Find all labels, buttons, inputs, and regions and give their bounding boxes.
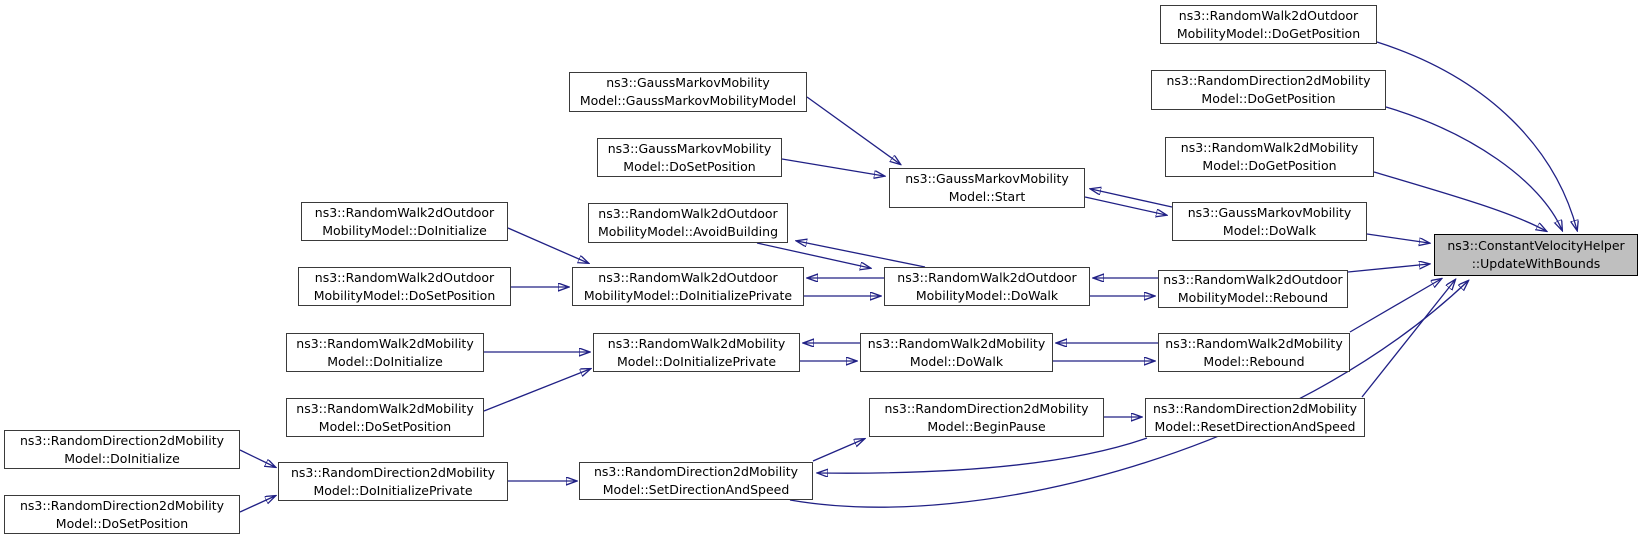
node-label: ns3::RandomWalk2dOutdoor [598, 206, 778, 221]
edge-rd2d-resetdir-to-rd2d-setdir [818, 437, 1148, 473]
node-label: ns3::RandomDirection2dMobility [1166, 73, 1371, 88]
edge-rd2d-dogetpos-to-target [1385, 106, 1562, 230]
node-label: Model::ResetDirectionAndSpeed [1154, 418, 1356, 434]
edge-rw2do-rebound-to-target [1347, 264, 1429, 273]
node-label: ns3::RandomDirection2dMobility [19, 432, 224, 448]
node-label: ns3::GaussMarkovMobility [1187, 204, 1352, 220]
edge-gm-start-to-gm-dowalk [1084, 196, 1166, 215]
node-label: ns3::RandomWalk2dOutdoor [598, 269, 778, 285]
edge-rd2d-setdir-to-rd2d-beginpause [812, 439, 864, 462]
node-label: MobilityModel::Rebound [1177, 290, 1329, 305]
node-label: ns3::ConstantVelocityHelper [1447, 238, 1625, 253]
edge-rw2do-dowalk-to-rw2do-avoid [797, 241, 926, 268]
node-label: Model::Rebound [1203, 353, 1305, 369]
node-label: MobilityModel::DoInitialize [322, 222, 487, 238]
node-label: ns3::RandomWalk2dOutdoor [314, 269, 495, 285]
node-label: ::UpdateWithBounds [1471, 256, 1601, 271]
node-constantvelocityhelper-updatewithbounds: ns3::ConstantVelocityHelper::UpdateWithB… [1434, 234, 1638, 276]
node-label: ns3::RandomWalk2dOutdoor [314, 204, 495, 220]
node-label: MobilityModel::DoGetPosition [1176, 25, 1361, 41]
node-label: Model::DoWalk [1222, 222, 1317, 238]
node-label: Model::DoInitialize [64, 450, 180, 466]
edge-gm-ctor-to-gm-start [806, 96, 900, 164]
node-label: ns3::RandomWalk2dOutdoor [1163, 272, 1343, 287]
node-label: Model::DoWalk [909, 353, 1004, 369]
node-label: MobilityModel::DoSetPosition [313, 287, 496, 303]
node-label: ns3::RandomWalk2dMobility [1165, 335, 1343, 351]
node-label: Model::DoInitialize [327, 353, 443, 369]
node-label: Model::DoGetPosition [1201, 91, 1336, 106]
node-label: MobilityModel::AvoidBuilding [597, 224, 779, 239]
node-label: MobilityModel::DoInitializePrivate [583, 287, 793, 303]
node-label: Model::SetDirectionAndSpeed [602, 482, 790, 497]
node-label: Model::DoInitializePrivate [616, 353, 777, 369]
node-label: Model::DoGetPosition [1202, 158, 1337, 173]
edge-rd2d-resetdir-to-target [1361, 280, 1455, 398]
edge-rd2d-setdir-to-target [789, 281, 1468, 508]
edge-rw2do-avoid-to-rw2do-dowalk [756, 242, 870, 268]
edge-rw2do-doinit-to-rw2do-doinitpriv [507, 227, 588, 263]
node-label: Model::DoSetPosition [55, 515, 189, 531]
edge-rw2do-dogetpos-to-target [1376, 41, 1577, 230]
edge-rd2d-dosetpos-to-rd2d-doinitpriv [239, 496, 275, 513]
node-label: ns3::RandomWalk2dMobility [607, 335, 786, 351]
node-label: Model::GaussMarkovMobilityModel [579, 93, 797, 108]
node-label: ns3::RandomWalk2dOutdoor [1178, 7, 1359, 23]
edge-gm-dowalk-to-target [1366, 233, 1429, 243]
node-label: Model::Start [948, 189, 1026, 204]
node-label: ns3::RandomDirection2dMobility [19, 497, 224, 513]
node-label: MobilityModel::DoWalk [915, 287, 1059, 303]
edge-rw2d-dogetpos-to-target [1373, 171, 1546, 231]
edge-rw2d-rebound-to-target [1349, 279, 1441, 333]
node-label: ns3::RandomWalk2dMobility [296, 400, 474, 416]
node-label: ns3::RandomWalk2dMobility [296, 335, 474, 351]
node-label: Model::DoSetPosition [623, 158, 756, 174]
node-label: ns3::RandomWalk2dMobility [867, 335, 1046, 351]
node-label: Model::BeginPause [927, 418, 1046, 434]
node-label: ns3::RandomDirection2dMobility [884, 400, 1089, 416]
node-label: ns3::RandomDirection2dMobility [290, 464, 495, 480]
edge-gm-dosetpos-to-gm-start [781, 158, 884, 176]
node-label: ns3::GaussMarkovMobility [606, 75, 770, 90]
edge-rd2d-doinit-to-rd2d-doinitpriv [239, 449, 275, 467]
node-label: ns3::RandomWalk2dOutdoor [897, 269, 1077, 285]
node-label: ns3::RandomDirection2dMobility [593, 464, 798, 479]
node-label: ns3::GaussMarkovMobility [905, 171, 1069, 186]
node-label: ns3::GaussMarkovMobility [607, 140, 772, 156]
edge-rw2d-dosetpos-to-rw2d-doinitpriv [483, 369, 590, 412]
node-label: ns3::RandomDirection2dMobility [1152, 400, 1357, 416]
node-label: Model::DoInitializePrivate [313, 482, 473, 498]
node-label: ns3::RandomWalk2dMobility [1180, 140, 1359, 155]
edge-gm-dowalk-to-gm-start [1091, 189, 1173, 208]
node-label: Model::DoSetPosition [318, 418, 452, 434]
